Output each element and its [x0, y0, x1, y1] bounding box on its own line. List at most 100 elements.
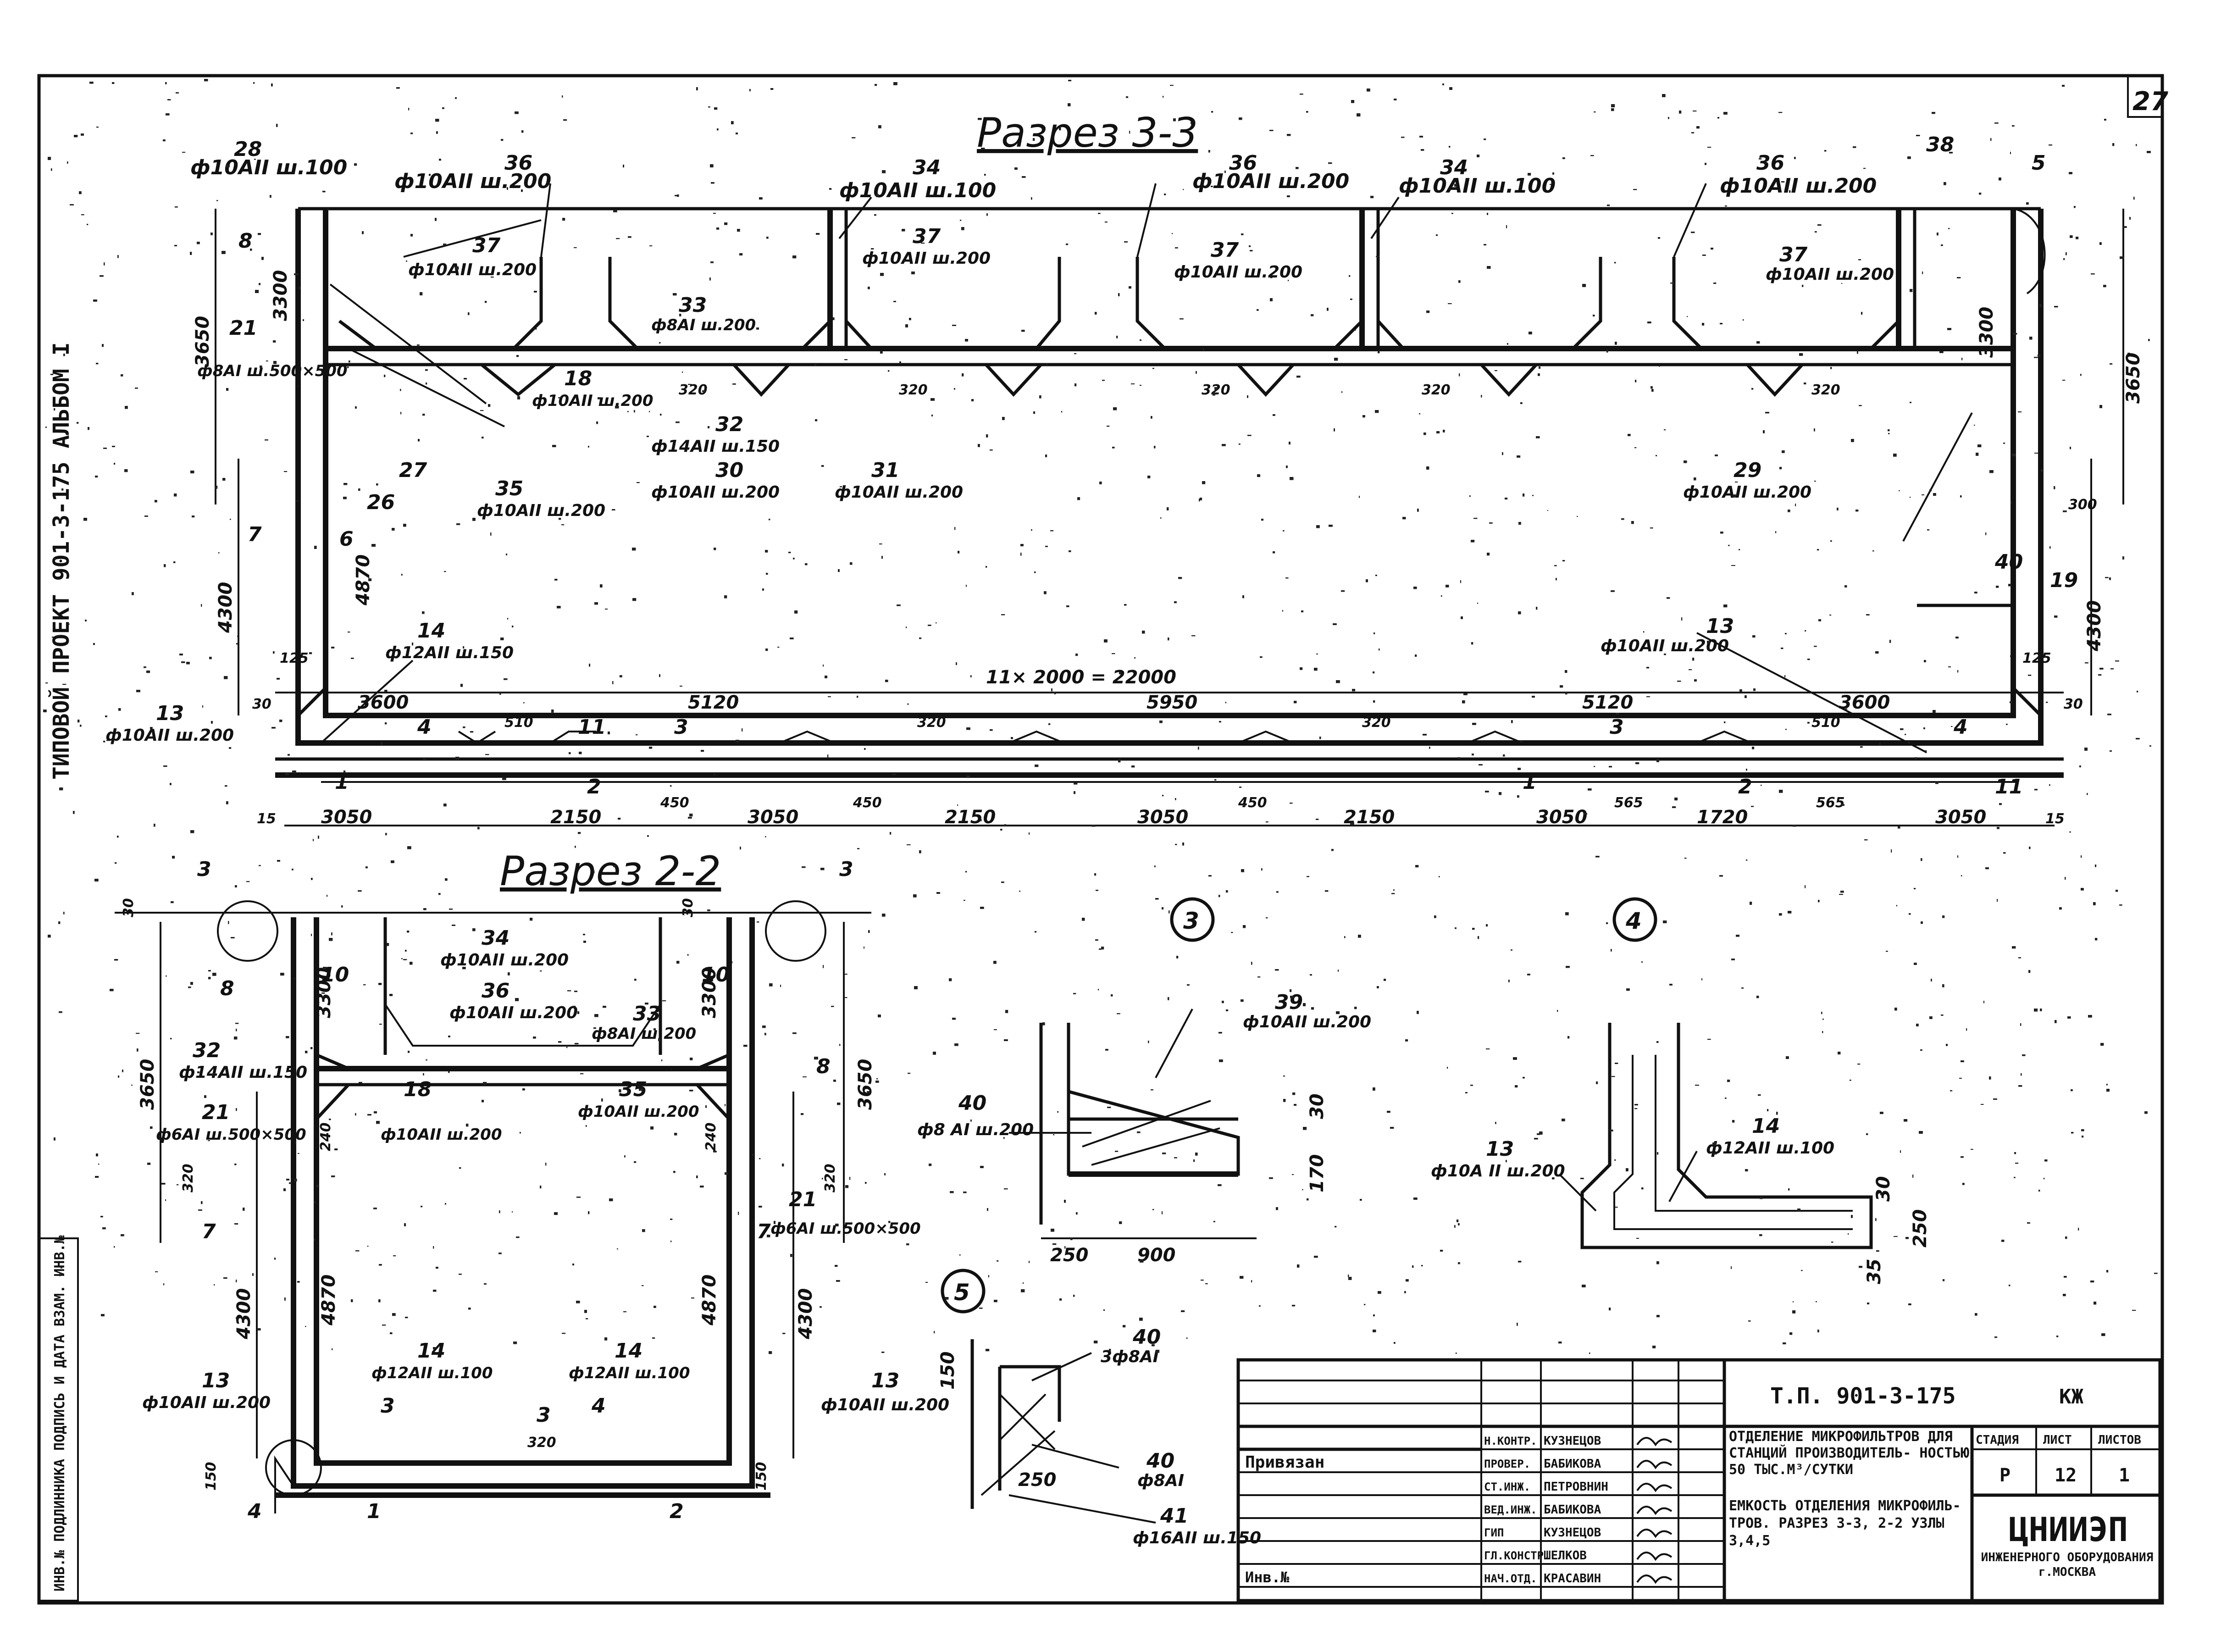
sheet-number: 27	[2132, 87, 2168, 116]
noise-speck	[276, 124, 278, 127]
noise-speck	[979, 1308, 983, 1309]
noise-speck	[2003, 443, 2005, 444]
noise-speck	[392, 528, 395, 531]
noise-speck	[252, 1273, 254, 1276]
mark-label: 4	[1953, 715, 1968, 739]
callout-spec: ф12АII ш.100	[1706, 1139, 1834, 1158]
noise-speck	[1269, 130, 1274, 131]
noise-speck	[515, 998, 519, 1001]
noise-speck	[792, 1032, 797, 1034]
noise-speck	[1689, 669, 1692, 671]
noise-speck	[749, 89, 751, 92]
noise-speck	[1891, 849, 1892, 853]
noise-speck	[731, 121, 734, 124]
noise-speck	[429, 174, 431, 176]
noise-speck	[1614, 1159, 1616, 1161]
noise-speck	[504, 678, 508, 680]
noise-speck	[2093, 902, 2096, 905]
noise-speck	[2018, 957, 2021, 959]
noise-speck	[1316, 525, 1320, 528]
noise-speck	[1390, 1127, 1394, 1129]
noise-speck	[1484, 244, 1486, 246]
noise-speck	[713, 213, 716, 214]
noise-speck	[1247, 395, 1248, 398]
noise-speck	[1098, 213, 1101, 214]
noise-speck	[2034, 357, 2038, 358]
callout-number: 39	[1275, 991, 1303, 1014]
noise-speck	[1520, 402, 1523, 404]
noise-speck	[2144, 1111, 2148, 1114]
noise-speck	[642, 1229, 645, 1232]
noise-speck	[1844, 585, 1847, 588]
noise-speck	[1611, 104, 1615, 107]
noise-speck	[688, 384, 692, 385]
person-name: БАБИКОВА	[1544, 1503, 1601, 1517]
noise-speck	[1565, 670, 1567, 673]
callout-number: 34	[1440, 156, 1468, 179]
noise-speck	[1375, 575, 1377, 577]
noise-speck	[1997, 827, 1999, 829]
noise-speck	[1173, 118, 1176, 122]
noise-speck	[852, 137, 856, 139]
noise-speck	[1711, 248, 1713, 250]
noise-speck	[1927, 529, 1930, 531]
callout-number: 37	[913, 225, 941, 248]
noise-speck	[1175, 844, 1177, 845]
noise-speck	[1983, 1001, 1984, 1003]
noise-speck	[1814, 646, 1817, 647]
noise-speck	[198, 1209, 202, 1211]
noise-speck	[1684, 460, 1687, 463]
noise-speck	[459, 1167, 461, 1169]
noise-speck	[1415, 865, 1419, 868]
noise-speck	[1075, 654, 1078, 656]
noise-speck	[835, 1265, 838, 1267]
noise-speck	[218, 552, 220, 554]
noise-speck	[1838, 1052, 1841, 1055]
noise-speck	[2147, 151, 2151, 153]
noise-speck	[1860, 746, 1863, 748]
noise-speck	[2009, 1285, 2011, 1286]
noise-speck	[1152, 1344, 1155, 1347]
noise-speck	[649, 747, 653, 749]
noise-speck	[1289, 442, 1291, 445]
noise-speck	[1888, 429, 1890, 432]
noise-speck	[737, 229, 740, 232]
noise-speck	[919, 638, 922, 639]
noise-speck	[612, 509, 615, 510]
noise-speck	[439, 159, 441, 161]
noise-speck	[490, 532, 492, 536]
noise-speck	[165, 1199, 166, 1201]
noise-speck	[936, 622, 937, 624]
callout-spec: ф6АI ш.500×500	[770, 1220, 921, 1238]
noise-speck	[391, 860, 394, 863]
callout-spec: ф10АII ш.200	[1243, 1013, 1371, 1031]
dim-label: 3650	[137, 1059, 158, 1110]
noise-speck	[1910, 289, 1913, 292]
noise-speck	[1584, 813, 1587, 815]
description-1-box: ОТДЕЛЕНИЕ МИКРОФИЛЬТРОВ ДЛЯ СТАНЦИЙ ПРОИ…	[1729, 1429, 1969, 1478]
noise-speck	[1851, 1215, 1853, 1218]
noise-speck	[341, 905, 343, 908]
noise-speck	[1634, 447, 1637, 449]
noise-speck	[1723, 604, 1728, 608]
noise-speck	[482, 437, 484, 439]
noise-speck	[1477, 155, 1480, 157]
noise-speck	[1508, 980, 1510, 982]
noise-speck	[423, 1073, 424, 1075]
noise-speck	[1752, 747, 1755, 749]
noise-speck	[1924, 660, 1926, 662]
noise-speck	[897, 604, 901, 606]
noise-speck	[1102, 380, 1105, 381]
mark-label: 2	[670, 1500, 684, 1523]
callout-spec: ф10АII ш.200	[1766, 265, 1894, 284]
noise-speck	[1082, 918, 1085, 921]
noise-speck	[106, 740, 109, 741]
noise-speck	[914, 986, 918, 989]
noise-speck	[435, 218, 437, 221]
noise-speck	[1069, 550, 1071, 552]
noise-speck	[1455, 927, 1457, 929]
noise-speck	[463, 646, 465, 649]
sheet-number-box	[2127, 75, 2163, 118]
noise-speck	[1641, 1187, 1644, 1190]
